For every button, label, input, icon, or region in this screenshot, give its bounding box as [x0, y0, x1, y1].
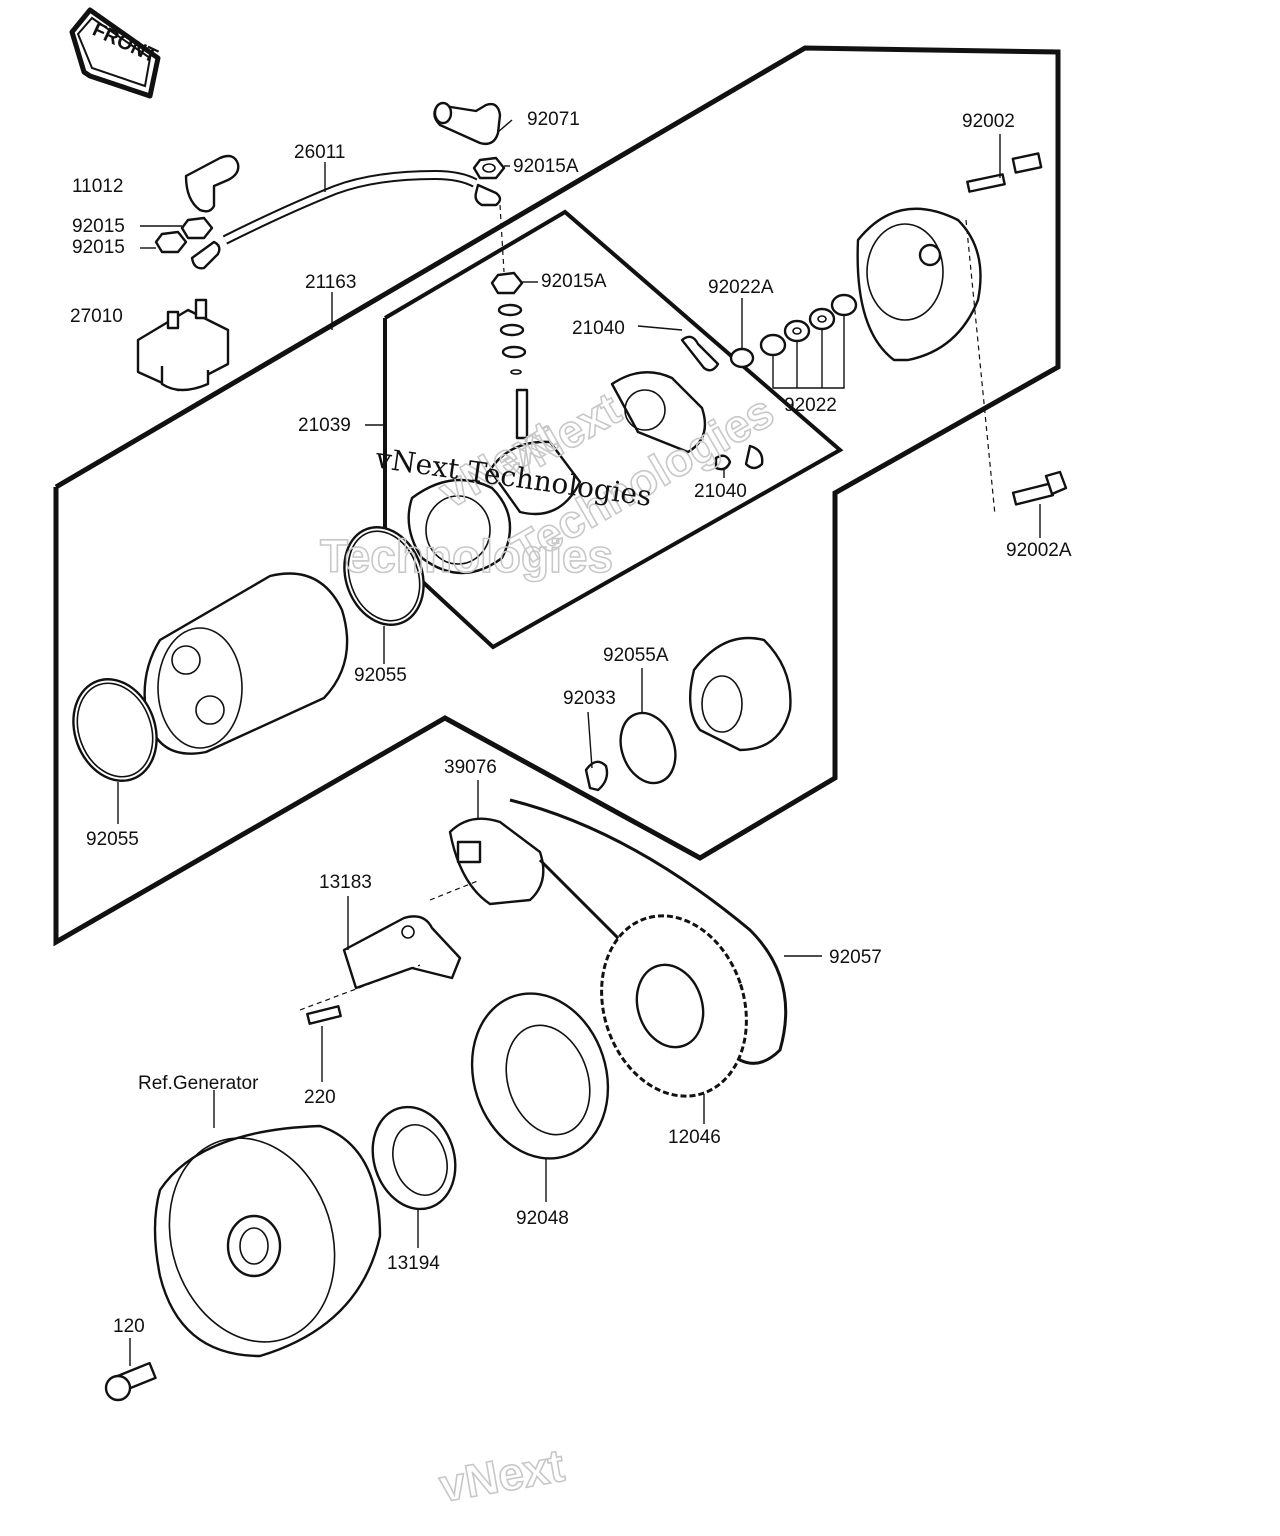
label-92022: 92022	[784, 395, 837, 416]
label-21040-top: 21040	[572, 318, 625, 339]
label-27010: 27010	[70, 306, 123, 327]
label-ref-generator: Ref.Generator	[138, 1073, 259, 1094]
label-92002A: 92002A	[1006, 540, 1072, 561]
part-92055-o-ring-mid	[343, 526, 425, 626]
front-arrow-icon: FRONT	[69, 7, 161, 99]
leader-lines	[117, 119, 1041, 1366]
label-220: 220	[304, 1087, 336, 1108]
part-92071-terminal-boot	[433, 101, 502, 146]
part-92002A-bolt	[1011, 470, 1068, 506]
part-21040-spring-top	[680, 335, 720, 372]
label-92055-left: 92055	[86, 829, 139, 850]
part-92002-bolt	[966, 152, 1043, 193]
part-92015A-nut-top	[472, 156, 506, 180]
label-92002: 92002	[962, 111, 1015, 132]
inner-assembly-frame	[383, 209, 844, 650]
label-92055A: 92055A	[603, 645, 669, 666]
part-92055A-o-ring	[619, 711, 677, 785]
part-21039-brush-holder	[407, 371, 707, 575]
part-120-bolt	[104, 1361, 157, 1402]
label-12046: 12046	[668, 1127, 721, 1148]
part-92015-nut-b	[154, 230, 188, 254]
outer-assembly-frame	[53, 45, 1061, 947]
label-26011: 26011	[294, 142, 345, 163]
part-92057-chain	[509, 798, 788, 1065]
label-92015-a: 92015	[72, 216, 125, 237]
label-13183: 13183	[319, 872, 372, 893]
part-92015A-nut-mid	[490, 271, 527, 375]
part-12046-sprocket	[600, 914, 748, 1098]
part-motor-yoke	[143, 572, 349, 755]
part-92048-bearing-ring	[470, 992, 610, 1160]
label-11012: 11012	[72, 176, 123, 197]
label-92015-b: 92015	[72, 237, 125, 258]
label-13194: 13194	[387, 1253, 440, 1274]
watermark-ghost-2: Technologies	[320, 530, 613, 582]
label-92033: 92033	[563, 688, 616, 709]
part-92015-nut-a	[180, 216, 214, 240]
part-39076-starter-idle-gear	[448, 817, 545, 906]
watermark-ghost-bottom: vNext	[436, 1439, 568, 1512]
part-92055-o-ring-left	[72, 678, 158, 782]
part-number-labels: 92071 26011 92015A 11012 92015 92015 211…	[70, 109, 1072, 1337]
label-39076: 39076	[444, 757, 497, 778]
part-generator-rotor	[153, 1124, 382, 1358]
part-11012-terminal-cap	[184, 154, 240, 213]
part-92033-circlip	[584, 760, 609, 792]
part-26011-battery-cable	[190, 170, 502, 270]
part-21040-spring-bottom	[714, 444, 764, 471]
label-92015A-top: 92015A	[513, 156, 579, 177]
label-21039: 21039	[298, 415, 351, 436]
label-92055-mid: 92055	[354, 665, 407, 686]
label-92015A-mid: 92015A	[541, 271, 607, 292]
label-21163: 21163	[305, 272, 356, 293]
label-92057: 92057	[829, 947, 882, 968]
label-21040-bottom: 21040	[694, 481, 747, 502]
label-92022A: 92022A	[708, 277, 774, 298]
part-92022A-washer	[729, 347, 755, 369]
part-13194-starter-clutch	[371, 1105, 457, 1211]
part-13183-plate	[342, 915, 462, 990]
part-220-bolt	[306, 1005, 342, 1025]
part-27010-starter-relay	[136, 298, 230, 392]
label-120: 120	[113, 1316, 145, 1337]
part-end-cover	[856, 207, 982, 362]
label-92071: 92071	[527, 109, 580, 130]
part-92022-washers	[759, 293, 858, 357]
label-92048: 92048	[516, 1208, 569, 1229]
part-front-cover	[689, 636, 792, 752]
